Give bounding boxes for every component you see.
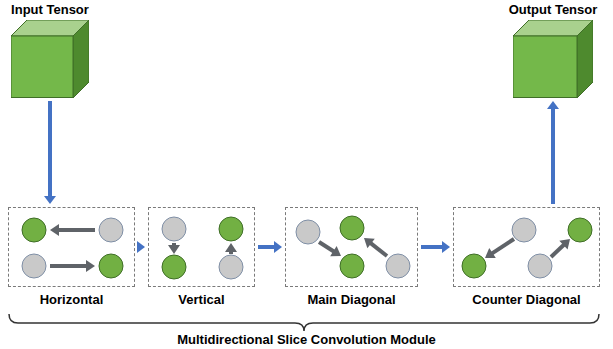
flow-arrow-head [547, 101, 559, 109]
flow-arrow [258, 241, 282, 253]
idle-slice [22, 254, 46, 278]
shift-arrow [50, 224, 95, 236]
cube-front [11, 36, 73, 98]
shift-arrow [319, 242, 341, 256]
shift-arrow-head [225, 243, 237, 252]
tensor-title: Input Tensor [4, 2, 96, 18]
tensor-cube [11, 20, 89, 98]
shift-arrow-head [330, 246, 341, 256]
shift-arrow-head [168, 245, 180, 254]
shift-arrow-shaft [319, 242, 334, 252]
idle-slice [512, 218, 536, 242]
shift-arrow-head [50, 224, 59, 236]
flow-arrow-shaft [48, 101, 52, 197]
dashed-frame [148, 207, 255, 287]
idle-slice [386, 254, 410, 278]
direction-label: Horizontal [8, 292, 135, 308]
active-slice [99, 254, 123, 278]
tensor-node: Output Tensor [500, 2, 606, 98]
direction-box: Counter Diagonal [453, 207, 600, 308]
shift-arrow [168, 243, 180, 254]
shift-arrow-shaft [370, 243, 387, 256]
dashed-frame [453, 207, 600, 287]
shift-arrow-head [559, 239, 570, 250]
shift-arrow-head [485, 248, 496, 258]
slice-drawing [9, 208, 133, 285]
active-slice [219, 217, 243, 241]
active-slice [22, 218, 46, 242]
active-slice [462, 254, 486, 278]
direction-label: Counter Diagonal [453, 292, 600, 308]
shift-arrow-shaft [492, 239, 514, 254]
active-slice [340, 254, 364, 278]
direction-box: Vertical [148, 207, 255, 308]
tensor-cube [513, 20, 593, 98]
idle-slice [219, 255, 243, 279]
flow-arrow [137, 241, 145, 253]
direction-box: Main Diagonal [285, 207, 418, 308]
cube-side [577, 20, 593, 98]
active-slice [162, 255, 186, 279]
flow-arrow-shaft [258, 245, 275, 249]
tensor-node: Input Tensor [4, 2, 96, 98]
shift-arrow-shaft [50, 264, 87, 268]
cube-side [73, 20, 89, 98]
direction-box: Horizontal [8, 207, 135, 308]
dashed-frame [8, 207, 135, 287]
shift-arrow-shaft [551, 245, 564, 257]
cube-front [513, 36, 577, 98]
shift-arrow-shaft [58, 228, 95, 232]
slice-drawing [286, 208, 416, 285]
idle-slice [162, 217, 186, 241]
idle-slice [99, 218, 123, 242]
curly-brace [9, 314, 599, 331]
flow-arrow-head [442, 241, 450, 253]
direction-label: Vertical [148, 292, 255, 308]
idle-slice [296, 220, 320, 244]
shift-arrow-head [364, 238, 375, 248]
flow-arrow-head [137, 241, 145, 253]
shift-arrow [50, 260, 95, 272]
flow-arrow-head [44, 196, 56, 204]
slice-drawing [149, 208, 253, 285]
flow-arrow-head [274, 241, 282, 253]
shift-arrow-head [86, 260, 95, 272]
flow-arrow [547, 101, 559, 204]
flow-arrow [44, 101, 56, 204]
active-slice [568, 218, 592, 242]
flow-arrow-shaft [551, 108, 555, 204]
shift-arrow [364, 238, 387, 256]
slice-drawing [454, 208, 598, 285]
tensor-title: Output Tensor [500, 2, 606, 18]
flow-arrow-shaft [421, 245, 443, 249]
shift-arrow [225, 243, 237, 254]
active-slice [340, 216, 364, 240]
direction-label: Main Diagonal [285, 292, 418, 308]
shift-arrow [485, 239, 514, 258]
shift-arrow [551, 239, 570, 257]
module-label: Multidirectional Slice Convolution Modul… [0, 332, 613, 348]
flow-arrow [421, 241, 450, 253]
dashed-frame [285, 207, 418, 287]
idle-slice [528, 254, 552, 278]
